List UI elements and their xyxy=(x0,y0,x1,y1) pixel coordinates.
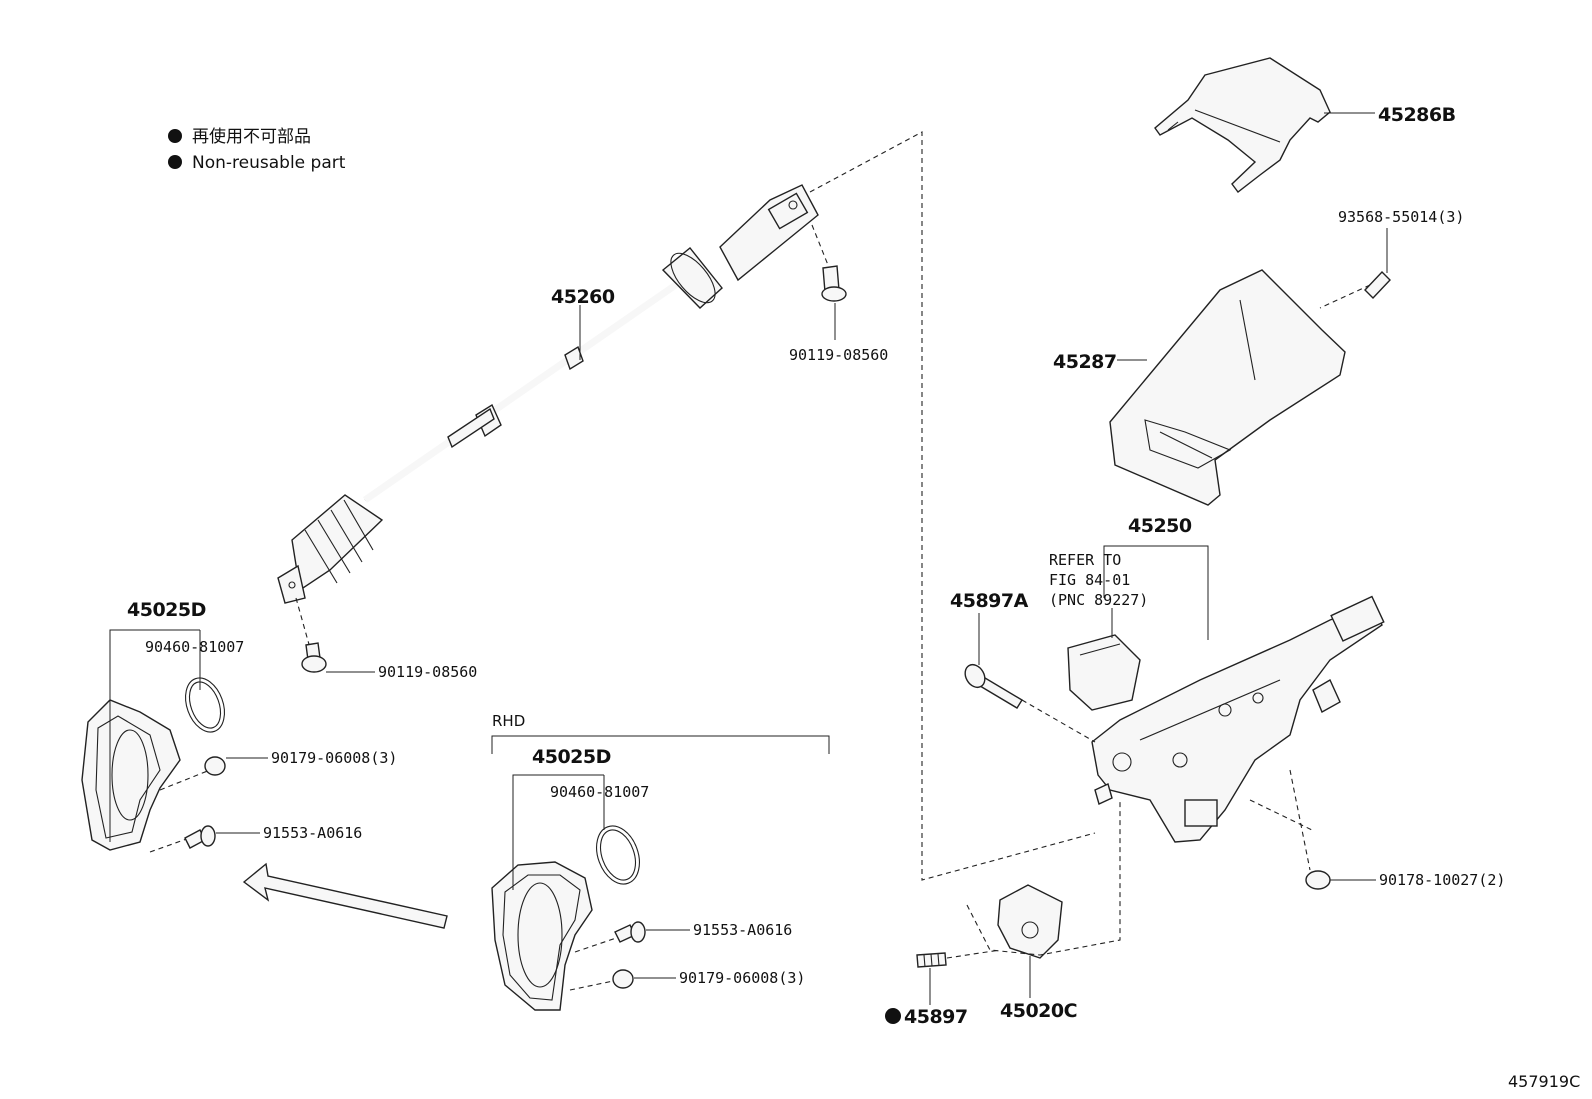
screw-93568 xyxy=(1319,270,1391,309)
label-rhd: RHD xyxy=(492,712,525,730)
label-45897A: 45897A xyxy=(950,590,1029,612)
rhd-group xyxy=(491,735,830,1011)
screw-45897 xyxy=(885,952,947,1024)
label-45260: 45260 xyxy=(551,286,615,308)
direction-arrow xyxy=(242,862,448,929)
label-90179-06008-left: 90179-06008(3) xyxy=(271,749,397,767)
label-refer-fig: FIG 84-01 xyxy=(1049,571,1130,589)
steering-column-assembly xyxy=(1091,595,1385,843)
label-refer-pnc: (PNC 89227) xyxy=(1049,591,1148,609)
refer-module xyxy=(1067,634,1141,711)
non-reusable-bullet-icon xyxy=(168,129,182,143)
dashed-guide-line xyxy=(809,131,1096,881)
label-45025D-rhd: 45025D xyxy=(532,746,611,768)
label-45287: 45287 xyxy=(1053,351,1117,373)
leader-lines xyxy=(109,112,1388,998)
bolt-90119-bottom xyxy=(295,597,327,673)
label-90179-06008-rhd: 90179-06008(3) xyxy=(679,969,805,987)
column-cover-lower xyxy=(1109,269,1346,506)
label-93568-55014: 93568-55014(3) xyxy=(1338,208,1464,226)
non-reusable-bullet-icon xyxy=(885,1008,901,1024)
figure-id: 457919C xyxy=(1508,1072,1580,1091)
sensor-45020C xyxy=(946,800,1121,959)
label-45286B: 45286B xyxy=(1378,104,1456,126)
legend-text-en: Non-reusable part xyxy=(192,153,346,173)
nut-90178 xyxy=(1249,769,1331,890)
bolt-45897A xyxy=(964,663,1096,743)
label-91553-A0616-rhd: 91553-A0616 xyxy=(693,921,792,939)
label-refer-to: REFER TO xyxy=(1049,551,1121,569)
label-90119-08560-bottom: 90119-08560 xyxy=(378,663,477,681)
column-cover-upper xyxy=(1154,57,1331,193)
legend: 再使用不可部品 Non-reusable part xyxy=(168,126,346,173)
label-45025D-left: 45025D xyxy=(127,599,206,621)
label-90178-10027: 90178-10027(2) xyxy=(1379,871,1505,889)
steering-intermediate-shaft xyxy=(277,184,819,604)
hole-cover-45025D-rhd xyxy=(491,825,646,1011)
label-45020C: 45020C xyxy=(1000,1000,1077,1022)
label-91553-A0616-left: 91553-A0616 xyxy=(263,824,362,842)
label-90460-81007-left: 90460-81007 xyxy=(145,638,244,656)
label-90460-81007-rhd: 90460-81007 xyxy=(550,783,649,801)
bolt-90119-top xyxy=(811,224,847,302)
legend-text-ja: 再使用不可部品 xyxy=(192,126,311,147)
hole-cover-45025D-left xyxy=(81,677,226,853)
label-45250: 45250 xyxy=(1128,515,1192,537)
non-reusable-bullet-icon xyxy=(168,155,182,169)
label-90119-08560-top: 90119-08560 xyxy=(789,346,888,364)
label-45897: 45897 xyxy=(904,1006,968,1028)
